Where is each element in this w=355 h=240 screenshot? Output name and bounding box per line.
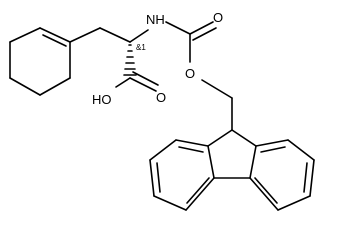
fluorene-group: [149, 129, 315, 211]
fluorene-bond: [153, 195, 187, 211]
ring-bond: [9, 27, 41, 43]
nh-label: NH: [146, 12, 165, 27]
acid-c-o-double-bond: [129, 77, 157, 92]
fluorene-inner-bond: [254, 177, 278, 204]
fluorene-bond: [207, 129, 233, 147]
chemical-structure: &1 NH HO O O O: [9, 10, 315, 211]
carbamate-c-o-double-bond: [189, 21, 214, 35]
carbamate-carbonyl-o-label: O: [213, 10, 223, 25]
fluorene-bond: [185, 177, 215, 211]
acid-carbonyl-o-label: O: [156, 90, 166, 105]
ring-bond: [9, 77, 41, 96]
carbamate-c-o-double-bond-2: [192, 27, 217, 41]
acid-c-oh-bond: [115, 77, 131, 88]
fluorene-bond: [231, 129, 257, 147]
fluorene-bond: [277, 195, 311, 211]
stereo-label: &1: [136, 43, 146, 52]
fluorene-bond: [255, 139, 289, 147]
fluorene-bond: [149, 139, 177, 161]
fluorene-inner-bond: [260, 146, 286, 153]
ring-bond: [39, 27, 71, 43]
fluorene-inner-bond: [186, 177, 210, 204]
ring-bond: [39, 77, 71, 96]
hashed-wedge-bond: [123, 44, 137, 76]
ester-o-label: O: [185, 66, 195, 81]
fluorene-inner-bond: [303, 162, 308, 193]
cyclohexene-ring: [9, 27, 71, 96]
fluorene-bond: [249, 177, 279, 211]
fluorene-bond: [149, 159, 155, 197]
ring-double-bond: [42, 34, 67, 47]
fluorene-bond: [249, 145, 257, 179]
acid-c-o-double-bond-2: [132, 71, 159, 86]
fluorene-inner-bond: [178, 146, 204, 153]
fluorene-bond: [207, 145, 215, 179]
ring-to-ch2-bond: [69, 27, 101, 43]
nh-to-carbamate-bond: [165, 21, 191, 35]
fluorene-bond: [309, 159, 315, 197]
ester-o-ch2-bond: [201, 79, 233, 99]
fluorene-bond: [287, 139, 315, 161]
hydroxyl-label: HO: [92, 92, 112, 107]
alpha-to-nh-bond: [129, 29, 149, 43]
fluorene-bond: [175, 139, 209, 147]
fluorene-inner-bond: [156, 162, 161, 193]
ch2-to-alpha-bond: [99, 27, 131, 43]
